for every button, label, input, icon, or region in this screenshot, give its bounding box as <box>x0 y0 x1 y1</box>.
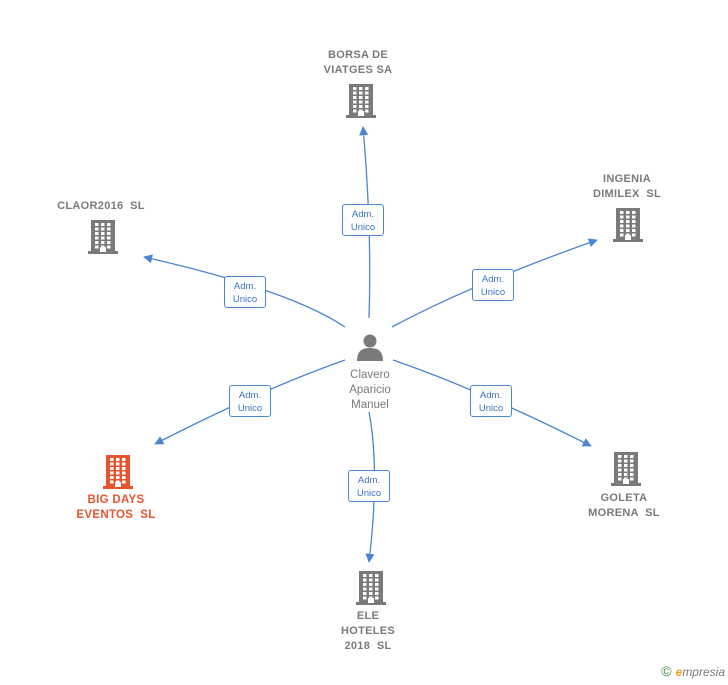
company-label-ele[interactable]: ELE HOTELES 2018 SL <box>308 609 428 654</box>
company-label-line: 2018 SL <box>344 640 392 652</box>
company-label-line: BORSA DE <box>327 49 389 61</box>
company-label-line: GOLETA <box>600 492 648 504</box>
edge-label-type: Unico <box>232 294 258 305</box>
person-icon <box>356 333 384 366</box>
edge-label-ele[interactable]: Adm. Unico <box>348 470 390 502</box>
company-label-ingenia[interactable]: INGENIA DIMILEX SL <box>567 172 687 202</box>
brand-rest: mpresia <box>682 665 725 679</box>
company-label-goleta[interactable]: GOLETA MORENA SL <box>564 491 684 521</box>
company-label-bigdays[interactable]: BIG DAYS EVENTOS SL <box>56 493 176 523</box>
company-label-line: CLAOR2016 SL <box>57 200 145 212</box>
copyright-icon: © <box>661 663 672 679</box>
company-label-line: ELE <box>356 610 380 622</box>
building-icon[interactable] <box>356 571 386 610</box>
edge-label-borsa[interactable]: Adm. Unico <box>342 204 384 236</box>
company-label-line: HOTELES <box>340 625 396 637</box>
edge-label-role: Adm. <box>481 274 505 285</box>
person-name-line: Manuel <box>351 399 389 411</box>
edge-label-role: Adm. <box>357 475 381 486</box>
edge-label-role: Adm. <box>479 390 503 401</box>
edge-label-bigdays[interactable]: Adm. Unico <box>229 385 271 417</box>
building-icon[interactable] <box>611 452 641 491</box>
edge-label-ingenia[interactable]: Adm. Unico <box>472 269 514 301</box>
company-label-line: INGENIA <box>603 173 651 185</box>
empresia-footer: ©empresia <box>661 663 725 679</box>
company-label-borsa[interactable]: BORSA DE VIATGES SA <box>298 48 418 78</box>
edge-label-role: Adm. <box>238 390 262 401</box>
building-icon[interactable] <box>88 220 118 259</box>
edge-label-claor[interactable]: Adm. Unico <box>224 276 266 308</box>
edge-claor <box>143 254 346 328</box>
edge-label-type: Unico <box>356 488 382 499</box>
person-name-line: Aparicio <box>349 384 391 396</box>
edge-label-type: Unico <box>350 222 376 233</box>
company-label-line: DIMILEX SL <box>592 188 662 200</box>
edge-label-goleta[interactable]: Adm. Unico <box>470 385 512 417</box>
edge-label-type: Unico <box>237 403 263 414</box>
edge-label-type: Unico <box>480 287 506 298</box>
edge-label-role: Adm. <box>233 281 257 292</box>
company-label-claor[interactable]: CLAOR2016 SL <box>41 199 161 214</box>
edge-label-role: Adm. <box>351 209 375 220</box>
company-label-line: MORENA SL <box>588 507 660 519</box>
company-label-line: BIG DAYS <box>87 494 145 506</box>
brand-e: e <box>675 665 683 679</box>
company-label-line: VIATGES SA <box>323 64 393 76</box>
building-icon[interactable] <box>613 208 643 247</box>
building-icon[interactable] <box>103 455 133 494</box>
person-name-line: Clavero <box>350 369 390 381</box>
company-label-line: EVENTOS SL <box>76 509 156 521</box>
edge-label-type: Unico <box>478 403 504 414</box>
building-icon[interactable] <box>346 84 376 123</box>
